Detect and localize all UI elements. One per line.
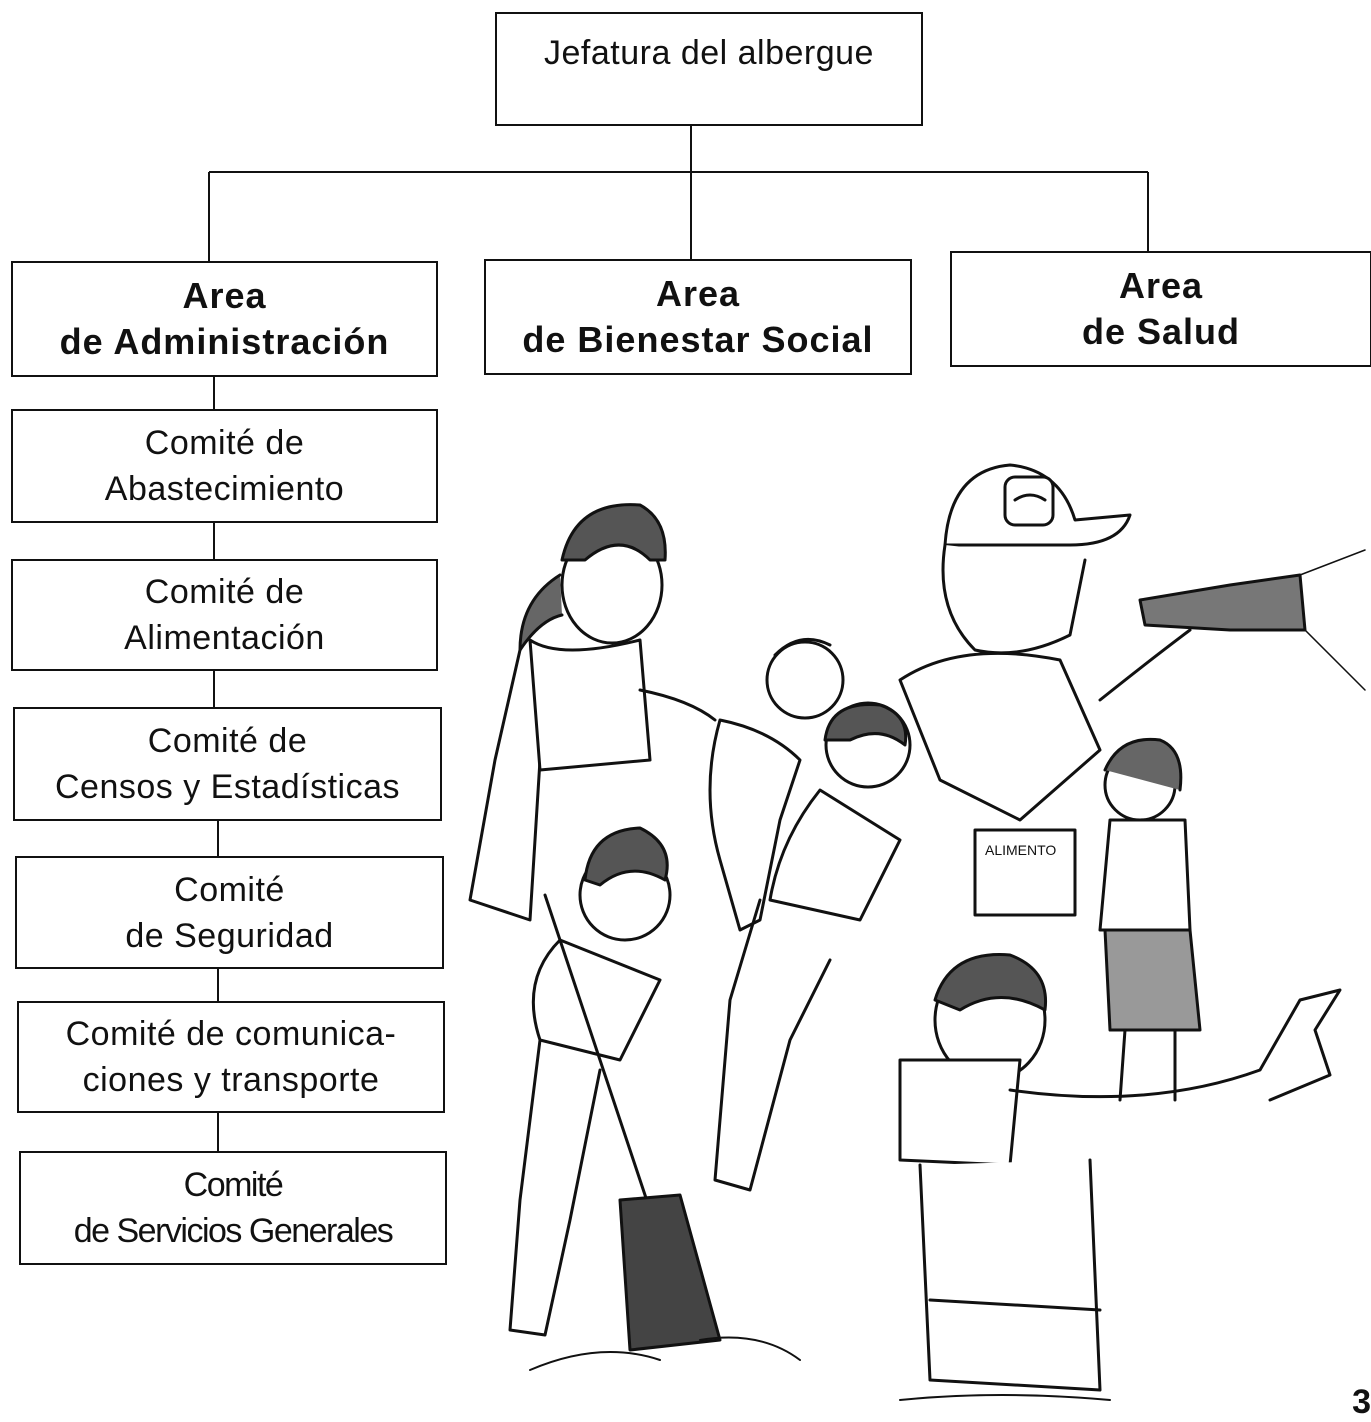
area-salud-line1: Area xyxy=(1118,265,1204,306)
comite-alimentacion: Comité de Alimentación xyxy=(11,559,438,671)
comite-servicios-line1: Comité xyxy=(183,1166,284,1204)
comite-abastecimiento-line1: Comité de xyxy=(144,424,305,462)
box-label: ALIMENTO xyxy=(985,842,1056,858)
comite-servicios-generales: Comité de Servicios Generales xyxy=(19,1151,447,1265)
area-bienestar-social-line2: de Bienestar Social xyxy=(522,319,874,360)
comite-alimentacion-line2: Alimentación xyxy=(124,619,325,657)
page-number: 3 xyxy=(1352,1383,1371,1421)
comite-censos-line1: Comité de xyxy=(147,722,308,760)
comite-abastecimiento-line2: Abastecimiento xyxy=(104,470,345,508)
area-bienestar-social-line1: Area xyxy=(655,273,741,314)
comite-censos-estadisticas: Comité de Censos y Estadísticas xyxy=(13,707,442,821)
comite-censos-line2: Censos y Estadísticas xyxy=(55,768,400,806)
girl-figure xyxy=(1098,737,1202,1102)
megaphone-icon xyxy=(1138,573,1307,632)
sweeping-boy-figure xyxy=(508,826,722,1352)
broom-icon xyxy=(543,893,722,1352)
woman-figure xyxy=(468,503,717,922)
comite-seguridad: Comité de Seguridad xyxy=(15,856,444,969)
comite-seguridad-line1: Comité xyxy=(174,870,285,909)
area-salud: Area de Salud xyxy=(950,251,1371,367)
comite-servicios-line2: de Servicios Generales xyxy=(73,1212,394,1250)
comite-comunicaciones-transporte: Comité de comunica- ciones y transporte xyxy=(17,1001,445,1113)
baby-figure xyxy=(708,637,845,932)
boy-figure: ALIMENTO xyxy=(713,701,1077,1192)
comite-seguridad-line2: de Seguridad xyxy=(125,916,334,955)
comite-alimentacion-line1: Comité de xyxy=(144,573,305,611)
root-label: Jefatura del albergue xyxy=(544,34,874,72)
pointing-girl-figure xyxy=(898,953,1342,1392)
comite-comunicaciones-line1: Comité de comunica- xyxy=(65,1015,397,1053)
comite-abastecimiento: Comité de Abastecimiento xyxy=(11,409,438,523)
man-figure xyxy=(898,463,1366,822)
comite-comunicaciones-line2: ciones y transporte xyxy=(82,1061,380,1099)
area-administracion-line1: Area xyxy=(182,275,267,316)
area-bienestar-social: Area de Bienestar Social xyxy=(484,259,912,375)
area-administracion: Area de Administración xyxy=(11,261,438,377)
root-box: Jefatura del albergue xyxy=(495,12,923,126)
area-salud-line2: de Salud xyxy=(1081,311,1241,352)
area-administracion-line2: de Administración xyxy=(59,321,390,362)
